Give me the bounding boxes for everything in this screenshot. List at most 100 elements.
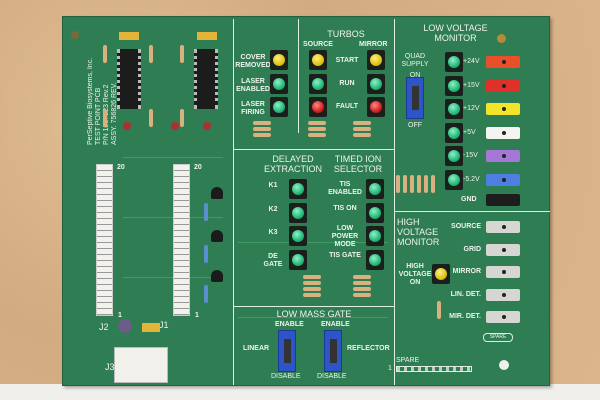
- resistor: [149, 45, 153, 63]
- trace: [238, 242, 388, 243]
- cover-removed-label: COVER REMOVED: [235, 54, 271, 69]
- resistor: [303, 275, 321, 279]
- transistor: [211, 230, 223, 242]
- voltage-test-jack[interactable]: [486, 126, 520, 139]
- spare-header-label: SPARE: [396, 357, 420, 364]
- table-surface: [0, 384, 600, 400]
- connector-j3[interactable]: [114, 347, 168, 383]
- tantalum-capacitor: [119, 32, 139, 40]
- laser-enabled-label: LASER ENABLED: [236, 78, 270, 93]
- reflector-switch[interactable]: [324, 330, 342, 372]
- mounting-hole: [499, 360, 509, 370]
- de-led: [289, 249, 307, 270]
- led-indicator: [203, 122, 211, 130]
- resistor: [180, 45, 184, 63]
- de-label: DE GATE: [263, 252, 283, 268]
- resistor: [308, 133, 326, 137]
- resistor: [149, 109, 153, 127]
- resistor: [353, 133, 371, 137]
- low-voltage-monitor-title: LOW VOLTAGE MONITOR: [423, 23, 488, 43]
- voltage-test-jack[interactable]: [486, 79, 520, 92]
- quad-supply-label: QUAD SUPPLY: [401, 53, 429, 68]
- voltage-label: +5V: [463, 128, 476, 136]
- de-label: K3: [268, 229, 278, 236]
- voltage-test-jack[interactable]: [486, 103, 520, 115]
- resistor: [204, 203, 208, 221]
- connector-j2[interactable]: [96, 164, 113, 316]
- spare-jack-label: SPARE: [489, 334, 507, 340]
- resistor: [410, 175, 414, 193]
- voltage-test-jack[interactable]: [486, 56, 520, 68]
- hv-test-jack[interactable]: [486, 243, 520, 256]
- turbos-title: TURBOS: [327, 29, 365, 39]
- mirror-run-led: [367, 74, 385, 94]
- resistor: [353, 127, 371, 131]
- start-label: START: [335, 57, 359, 64]
- voltage-led: [445, 122, 463, 143]
- voltage-test-jack[interactable]: [486, 173, 520, 186]
- resistor: [417, 175, 421, 193]
- gnd-label: GND: [461, 196, 477, 203]
- resistor: [353, 275, 371, 279]
- resistor: [308, 121, 326, 125]
- low-mass-gate-title: LOW MASS GATE: [276, 309, 352, 319]
- hv-test-jack[interactable]: [486, 311, 520, 323]
- de-label: K2: [268, 205, 278, 213]
- linear-switch[interactable]: [278, 330, 296, 372]
- voltage-led: [445, 75, 463, 96]
- divider: [394, 211, 550, 212]
- transistor: [211, 187, 223, 199]
- resistor: [303, 287, 321, 291]
- hv-test-jack[interactable]: [486, 266, 520, 278]
- reflector-enable-label: ENABLE: [321, 321, 350, 328]
- source-run-led: [309, 74, 327, 94]
- spare-header[interactable]: [396, 366, 472, 372]
- ic-chip: [194, 49, 218, 109]
- hv-point-label: GRID: [463, 245, 482, 253]
- divider: [233, 149, 394, 150]
- resistor: [253, 133, 271, 137]
- j3-label: J3: [105, 362, 115, 372]
- reflector-label: REFLECTOR: [347, 345, 390, 352]
- tantalum-capacitor: [142, 323, 160, 332]
- quad-supply-switch[interactable]: [406, 77, 424, 119]
- resistor: [253, 127, 271, 131]
- trace: [123, 157, 223, 158]
- voltage-led: [445, 99, 463, 119]
- resistor: [204, 285, 208, 303]
- tis-label: TIS ON: [333, 204, 357, 212]
- mirror-fault-led: [367, 97, 385, 117]
- hv-point-label: LIN. DET.: [450, 290, 481, 298]
- laser-enabled-led: [270, 74, 288, 94]
- j1-pin-20-label: 20: [194, 164, 202, 171]
- cover-removed-led: [270, 50, 288, 70]
- ic-chip: [117, 49, 141, 109]
- tis-led: [366, 249, 384, 270]
- gnd-test-jack[interactable]: [486, 194, 520, 206]
- connector-j1[interactable]: [173, 164, 190, 316]
- de-led: [289, 202, 307, 223]
- source-fault-led: [309, 97, 327, 117]
- linear-enable-label: ENABLE: [275, 321, 304, 328]
- mounting-hole: [497, 34, 506, 43]
- circuit-board: PerSeptive Biosystems, Inc. TEST POINT P…: [62, 16, 550, 386]
- spare-jack[interactable]: SPARE: [483, 333, 513, 342]
- delayed-extraction-title: DELAYED EXTRACTION: [263, 154, 322, 174]
- transistor: [211, 270, 223, 282]
- j2-pin-1-label: 1: [118, 312, 122, 319]
- divider: [233, 19, 234, 385]
- mirror-start-led: [367, 50, 385, 70]
- hv-point-label: SOURCE: [451, 223, 481, 230]
- led-indicator: [123, 122, 131, 130]
- hv-test-jack[interactable]: [486, 221, 520, 233]
- voltage-test-jack[interactable]: [486, 150, 520, 162]
- hv-test-jack[interactable]: [486, 288, 520, 301]
- turbo-mirror-label: MIRROR: [359, 41, 388, 48]
- board-name: TEST POINT PCB: [95, 87, 102, 145]
- tis-label: LOW POWER MODE: [331, 225, 359, 248]
- j2-pin-20-label: 20: [117, 164, 125, 171]
- voltage-label: +12V: [463, 105, 480, 112]
- divider: [298, 19, 299, 133]
- resistor: [253, 121, 271, 125]
- resistor: [103, 45, 107, 63]
